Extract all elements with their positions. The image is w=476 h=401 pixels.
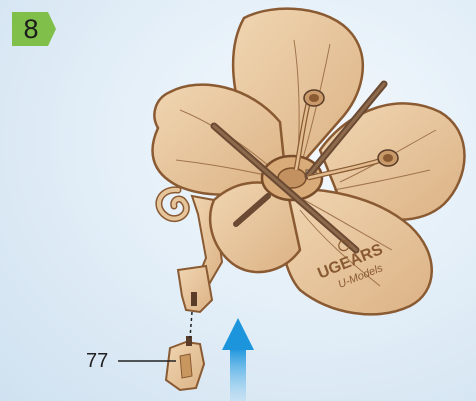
up-arrow-icon bbox=[222, 318, 254, 401]
part-number-label: 77 bbox=[86, 350, 108, 373]
insertion-guide bbox=[190, 312, 192, 338]
part-77 bbox=[166, 336, 204, 390]
